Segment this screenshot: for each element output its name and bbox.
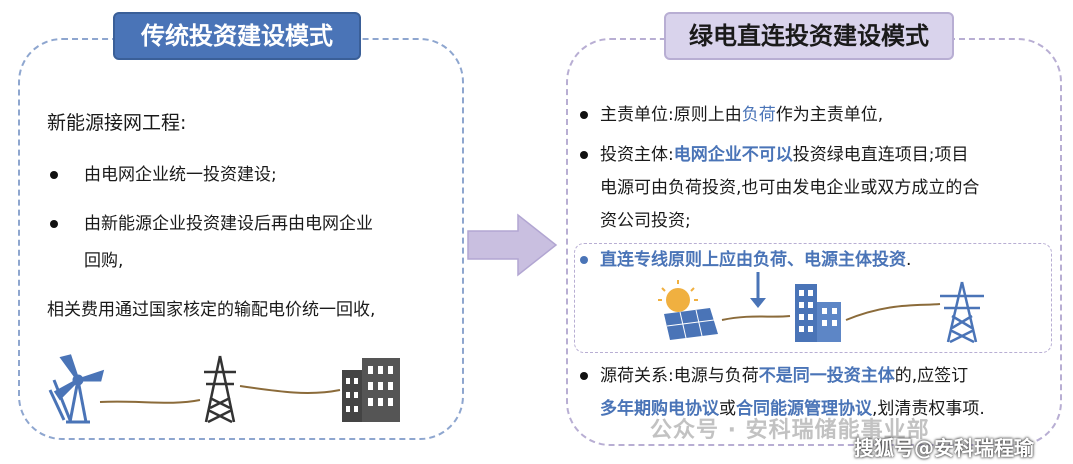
wind-turbine-icon — [48, 354, 105, 424]
item1-text: 主责单位:原则上由 — [600, 105, 742, 125]
right-item-2-line3: 资公司投资; — [600, 211, 691, 231]
item2-highlight: 电网企业不可以 — [673, 145, 793, 165]
left-bullet-2-line1: 由新能源企业投资建设后再由电网企业 — [84, 214, 373, 234]
green-direct-mode-title: 绿电直连投资建设模式 — [664, 12, 954, 60]
down-arrow-icon — [750, 272, 766, 308]
item2-text: 投资绿电直连项目;项目 — [792, 145, 969, 165]
item4-or: 或 — [719, 399, 736, 419]
grid-connection-heading: 新能源接网工程: — [47, 112, 187, 134]
right-item-1: 主责单位:原则上由负荷作为主责单位, — [600, 102, 883, 128]
left-illustration — [48, 354, 400, 424]
building-icon — [795, 284, 841, 342]
item4-text: 源荷关系:电源与负荷 — [600, 366, 759, 386]
right-illustration — [658, 272, 984, 344]
item2-label: 投资主体: — [600, 145, 674, 165]
right-item-2-line2: 电源可由负荷投资,也可由发电企业或双方成立的合 — [600, 178, 980, 198]
item1-text-end: 作为主责单位, — [775, 105, 884, 125]
transmission-tower-icon — [204, 355, 236, 424]
bullet-dot — [580, 372, 588, 380]
direct-line-box — [574, 243, 1052, 353]
item4-highlight-2: 合同能源管理协议 — [736, 399, 872, 419]
bullet-dot — [580, 256, 588, 264]
building-icon — [342, 358, 400, 422]
right-item-3: 直连专线原则上应由负荷、电源主体投资. — [600, 247, 911, 273]
item1-highlight: 负荷 — [741, 105, 776, 125]
right-item-4-line2: 多年期购电协议或合同能源管理协议,划清责权事项. — [600, 396, 985, 422]
bullet-dot — [580, 151, 588, 159]
item3-end: . — [906, 250, 912, 270]
transition-arrow — [467, 213, 558, 277]
cost-recovery-note: 相关费用通过国家核定的输配电价统一回收, — [47, 300, 376, 320]
item4-text-end: 的,应签订 — [894, 366, 969, 386]
bullet-dot — [580, 111, 588, 119]
item4-highlight: 不是同一投资主体 — [758, 366, 895, 386]
solar-panel-icon — [658, 280, 718, 340]
left-bullet-2-line2: 回购, — [84, 251, 124, 271]
bullet-dot — [50, 171, 58, 179]
traditional-mode-title: 传统投资建设模式 — [113, 12, 361, 60]
sohu-watermark: 搜狐号@安科瑞程瑜 — [854, 436, 1034, 460]
item3-highlight: 直连专线原则上应由负荷、电源主体投资 — [600, 250, 906, 270]
wechat-watermark: 公众号 · 安科瑞储能事业部 — [650, 418, 930, 443]
right-item-2-line1: 投资主体:电网企业不可以投资绿电直连项目;项目 — [600, 142, 968, 168]
item4-line2-end: ,划清责权事项. — [872, 399, 985, 419]
bullet-dot — [50, 220, 58, 228]
left-bullet-1: 由电网企业统一投资建设; — [84, 165, 277, 185]
item4-highlight-1: 多年期购电协议 — [600, 399, 719, 419]
transmission-tower-icon — [940, 281, 984, 344]
right-item-4-line1: 源荷关系:电源与负荷不是同一投资主体的,应签订 — [600, 363, 968, 389]
